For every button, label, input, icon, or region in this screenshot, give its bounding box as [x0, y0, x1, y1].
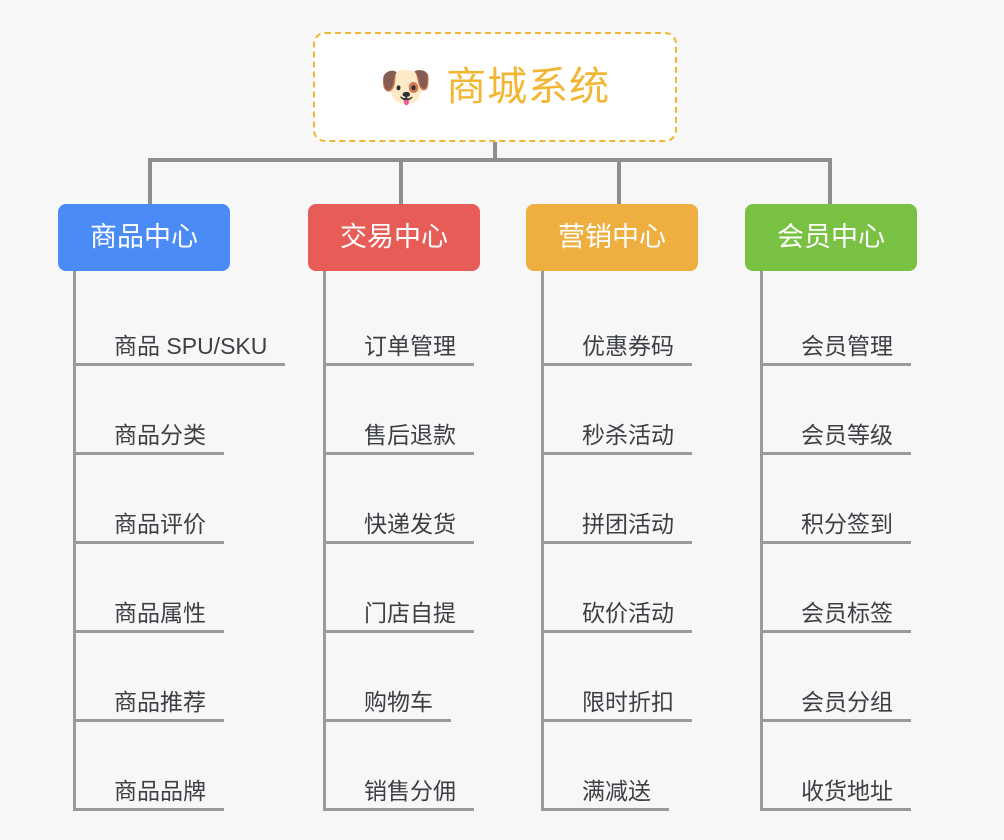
leaf-item-underline [323, 808, 474, 811]
leaf-item-underline [73, 630, 224, 633]
leaf-item-underline [541, 808, 669, 811]
leaf-item-marketing-4[interactable]: 砍价活动 [541, 544, 726, 633]
leaf-item-underline [541, 452, 692, 455]
leaf-item-member-4[interactable]: 会员标签 [760, 544, 945, 633]
leaf-item-label: 售后退款 [364, 421, 456, 448]
leaf-item-label: 销售分佣 [364, 777, 456, 804]
leaf-item-label: 商品评价 [114, 510, 206, 537]
leaf-item-underline [760, 630, 911, 633]
leaf-item-trade-3[interactable]: 快递发货 [323, 455, 508, 544]
branch-column-member: 会员中心 会员管理会员等级积分签到会员标签会员分组收货地址 [745, 204, 945, 811]
leaf-item-label: 门店自提 [364, 599, 456, 626]
leaf-item-label: 会员分组 [801, 688, 893, 715]
leaf-item-trade-4[interactable]: 门店自提 [323, 544, 508, 633]
leaf-item-label: 砍价活动 [582, 599, 674, 626]
leaf-item-label: 拼团活动 [582, 510, 674, 537]
leaf-item-underline [323, 719, 451, 722]
leaf-item-label: 商品属性 [114, 599, 206, 626]
leaf-item-trade-2[interactable]: 售后退款 [323, 366, 508, 455]
leaf-item-member-5[interactable]: 会员分组 [760, 633, 945, 722]
leaf-item-label: 购物车 [364, 688, 433, 715]
connector-root-stem [493, 142, 497, 162]
leaf-item-underline [541, 541, 692, 544]
connector-drop-1 [148, 158, 152, 206]
leaf-item-label: 秒杀活动 [582, 421, 674, 448]
leaf-item-product-1[interactable]: 商品 SPU/SKU [73, 277, 288, 366]
leaf-item-underline [541, 363, 692, 366]
leaf-item-label: 积分签到 [801, 510, 893, 537]
leaf-item-label: 商品分类 [114, 421, 206, 448]
leaf-item-label: 限时折扣 [582, 688, 674, 715]
leaf-item-label: 会员管理 [801, 332, 893, 359]
leaf-item-label: 商品 SPU/SKU [114, 332, 268, 359]
connector-drop-4 [828, 158, 832, 206]
branch-column-trade: 交易中心 订单管理售后退款快递发货门店自提购物车销售分佣 [308, 204, 508, 811]
leaf-item-underline [73, 452, 224, 455]
leaf-item-underline [760, 452, 911, 455]
leaf-item-underline [323, 452, 474, 455]
leaf-item-underline [760, 719, 911, 722]
leaf-item-label: 商品品牌 [114, 777, 206, 804]
connector-drop-2 [399, 158, 403, 206]
leaf-item-marketing-1[interactable]: 优惠券码 [541, 277, 726, 366]
leaf-item-underline [73, 808, 224, 811]
branch-items-trade: 订单管理售后退款快递发货门店自提购物车销售分佣 [323, 271, 508, 811]
leaf-item-label: 会员等级 [801, 421, 893, 448]
leaf-item-underline [760, 541, 911, 544]
connector-drop-3 [617, 158, 621, 206]
leaf-item-product-3[interactable]: 商品评价 [73, 455, 288, 544]
leaf-item-underline [760, 808, 911, 811]
leaf-item-underline [541, 719, 692, 722]
leaf-item-label: 满减送 [582, 777, 651, 804]
root-title: 商城系统 [446, 65, 611, 109]
leaf-item-product-5[interactable]: 商品推荐 [73, 633, 288, 722]
category-header-member[interactable]: 会员中心 [745, 204, 917, 271]
leaf-item-underline [323, 541, 474, 544]
leaf-item-marketing-6[interactable]: 满减送 [541, 722, 726, 811]
connector-horizontal-bus [148, 158, 832, 162]
leaf-item-label: 快递发货 [364, 510, 456, 537]
leaf-item-product-4[interactable]: 商品属性 [73, 544, 288, 633]
leaf-item-underline [323, 363, 474, 366]
leaf-item-underline [73, 541, 224, 544]
leaf-item-underline [73, 719, 224, 722]
dog-face-icon: 🐶 [379, 63, 433, 110]
category-header-product[interactable]: 商品中心 [58, 204, 230, 271]
leaf-item-label: 收货地址 [801, 777, 893, 804]
leaf-item-underline [760, 363, 911, 366]
leaf-item-member-1[interactable]: 会员管理 [760, 277, 945, 366]
leaf-item-member-6[interactable]: 收货地址 [760, 722, 945, 811]
leaf-item-label: 会员标签 [801, 599, 893, 626]
branch-column-marketing: 营销中心 优惠券码秒杀活动拼团活动砍价活动限时折扣满减送 [526, 204, 726, 811]
leaf-item-underline [541, 630, 692, 633]
leaf-item-label: 优惠券码 [582, 332, 674, 359]
branch-items-product: 商品 SPU/SKU 商品分类商品评价商品属性商品推荐商品品牌 [73, 271, 288, 811]
leaf-item-label: 订单管理 [364, 332, 456, 359]
leaf-item-trade-5[interactable]: 购物车 [323, 633, 508, 722]
leaf-item-trade-1[interactable]: 订单管理 [323, 277, 508, 366]
leaf-item-label: 商品推荐 [114, 688, 206, 715]
leaf-item-marketing-5[interactable]: 限时折扣 [541, 633, 726, 722]
leaf-item-product-6[interactable]: 商品品牌 [73, 722, 288, 811]
category-header-trade[interactable]: 交易中心 [308, 204, 480, 271]
branch-column-product: 商品中心 商品 SPU/SKU 商品分类商品评价商品属性商品推荐商品品牌 [58, 204, 288, 811]
category-header-marketing[interactable]: 营销中心 [526, 204, 698, 271]
leaf-item-underline [323, 630, 474, 633]
leaf-item-marketing-2[interactable]: 秒杀活动 [541, 366, 726, 455]
leaf-item-trade-6[interactable]: 销售分佣 [323, 722, 508, 811]
leaf-item-product-2[interactable]: 商品分类 [73, 366, 288, 455]
leaf-item-member-3[interactable]: 积分签到 [760, 455, 945, 544]
branch-items-member: 会员管理会员等级积分签到会员标签会员分组收货地址 [760, 271, 945, 811]
branch-items-marketing: 优惠券码秒杀活动拼团活动砍价活动限时折扣满减送 [541, 271, 726, 811]
leaf-item-member-2[interactable]: 会员等级 [760, 366, 945, 455]
root-node[interactable]: 🐶 商城系统 [313, 32, 677, 142]
leaf-item-marketing-3[interactable]: 拼团活动 [541, 455, 726, 544]
leaf-item-underline [73, 363, 285, 366]
